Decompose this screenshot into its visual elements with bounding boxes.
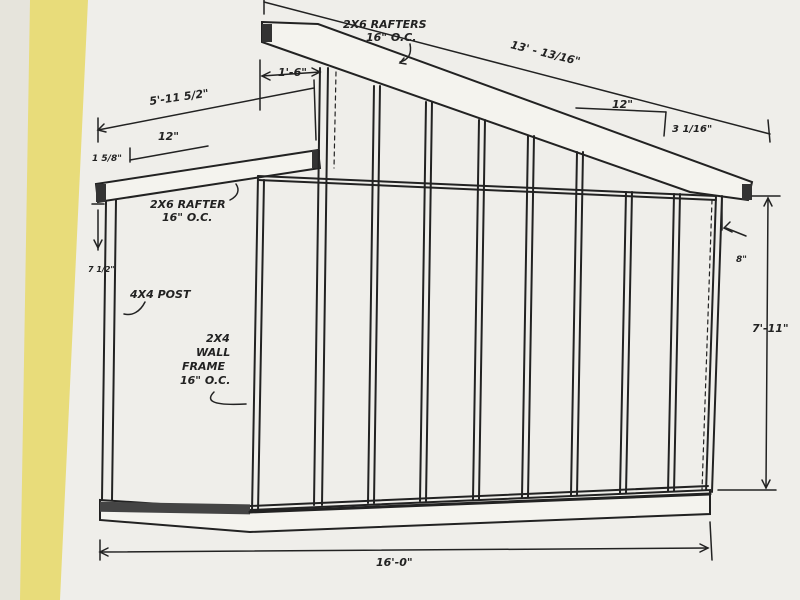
label-slope-rise-right: 3 1/16" xyxy=(672,124,712,135)
label-width: 16'-0" xyxy=(376,556,413,569)
dim-right-drop xyxy=(721,197,747,237)
slope-indicator-right xyxy=(575,107,667,137)
arrowhead-rafters-top xyxy=(398,57,407,65)
label-rafters-top-1: 2X6 RAFTERS xyxy=(343,18,427,31)
label-wall-1: 2X4 xyxy=(206,332,230,345)
label-rafters-top-2: 16" O.C. xyxy=(366,31,416,44)
arrow-rafter-left xyxy=(229,183,239,201)
label-slope-run-right: 12" xyxy=(612,98,633,111)
label-slope-rise-left: 1 5/8" xyxy=(92,154,122,164)
dim-left-drop xyxy=(91,203,105,251)
main-rafter xyxy=(261,20,754,202)
label-height: 7'-11" xyxy=(752,322,789,335)
dim-height xyxy=(717,195,781,491)
dashed-edge-left xyxy=(333,71,337,169)
label-overhang: 1'-6" xyxy=(278,66,307,79)
slope-indicator-left xyxy=(129,145,209,163)
arrow-wall xyxy=(209,391,247,406)
label-rafter-left-1: 2X6 RAFTER xyxy=(150,198,226,211)
dim-overhang xyxy=(259,59,322,111)
label-wall-3: FRAME xyxy=(182,360,225,373)
left-rafter xyxy=(94,148,322,204)
label-post: 4X4 POST xyxy=(129,288,192,301)
wall-studs xyxy=(313,67,681,506)
dashed-edge-right xyxy=(701,199,713,491)
label-rafter-left-2: 16" O.C. xyxy=(162,211,212,224)
label-left-drop: 7 1/2" xyxy=(88,265,115,274)
dim-width xyxy=(98,521,713,561)
dim-rafter-length xyxy=(263,0,771,143)
label-right-drop: 8" xyxy=(736,255,747,265)
label-wall-2: WALL xyxy=(196,346,230,359)
label-slope-run-left: 12" xyxy=(158,130,179,143)
label-wall-4: 16" O.C. xyxy=(180,374,230,387)
post-4x4 xyxy=(101,199,117,501)
foundation-slab xyxy=(99,488,712,534)
paper-left-strip xyxy=(0,0,30,600)
arrow-post xyxy=(123,301,146,316)
dim-left-span xyxy=(96,79,317,143)
